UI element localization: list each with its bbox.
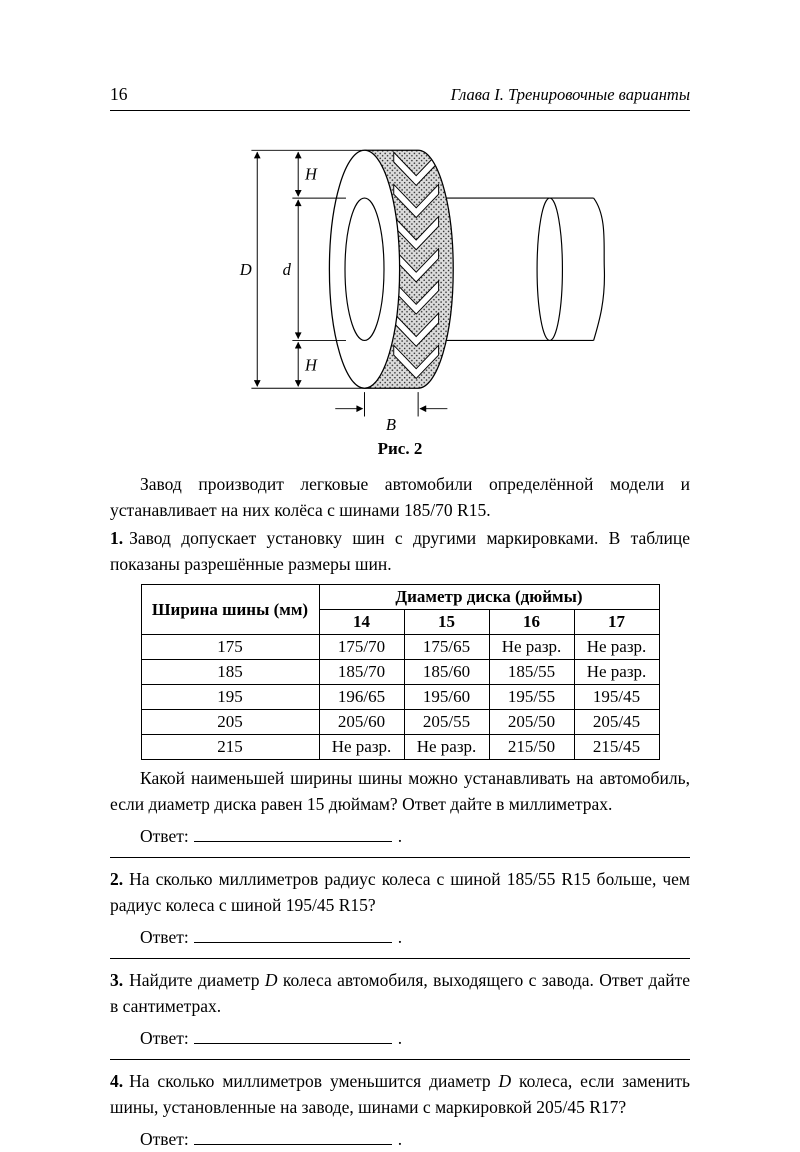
answer-blank <box>193 929 392 943</box>
cell: 185/70 <box>318 659 405 685</box>
variable-D: D <box>264 970 278 990</box>
problem-3-statement-before: Найдите диаметр <box>129 970 265 990</box>
problem-2: 2.На сколько миллиметров радиус колеса с… <box>110 866 690 918</box>
cell: 196/65 <box>318 684 405 710</box>
col-header-16: 16 <box>488 609 575 635</box>
table-row: 215 Не разр. Не разр. 215/50 215/45 <box>140 734 660 760</box>
tire-hole <box>344 197 385 342</box>
cell: 185/55 <box>488 659 575 685</box>
cell-width: 185 <box>140 659 320 685</box>
answer-label: Ответ: <box>140 1028 189 1048</box>
tire-figure: D d H H B Рис. 2 <box>110 123 690 459</box>
dim-label-B: B <box>386 415 396 434</box>
problem-1: 1.Завод допускает установку шин с другим… <box>110 525 690 577</box>
cell: Не разр. <box>488 634 575 660</box>
figure-caption: Рис. 2 <box>377 439 423 458</box>
answer-label: Ответ: <box>140 1129 189 1149</box>
problem-3-number: 3. <box>110 970 124 990</box>
col-header-width: Ширина шины (мм) <box>140 584 320 635</box>
page-number: 16 <box>110 84 128 104</box>
cell: Не разр. <box>318 734 405 760</box>
problem-1-statement: Завод допускает установку шин с другими … <box>110 528 690 574</box>
tire-diagram: D d H H B <box>239 149 606 434</box>
cell: 195/45 <box>573 684 660 710</box>
answer-blank <box>193 828 392 842</box>
page-header: 16 Глава I. Тренировочные варианты <box>110 84 690 111</box>
problem-4-statement-after: колеса, если заменить шины, установленны… <box>110 1071 690 1117</box>
dim-label-H-top: H <box>304 165 318 184</box>
dim-label-D: D <box>239 260 252 279</box>
table-row: 205 205/60 205/55 205/50 205/45 <box>140 709 660 735</box>
cell: 205/55 <box>403 709 490 735</box>
table-row: 175 175/70 175/65 Не разр. Не разр. <box>140 634 660 660</box>
problem-3: 3.Найдите диаметр D колеса автомобиля, в… <box>110 967 690 1019</box>
dim-label-H-bottom: H <box>304 356 318 375</box>
answer-period: . <box>397 1129 403 1149</box>
col-header-15: 15 <box>403 609 490 635</box>
answer-label: Ответ: <box>140 927 189 947</box>
cell: Не разр. <box>573 659 660 685</box>
cell: 175/70 <box>318 634 405 660</box>
col-header-14: 14 <box>318 609 405 635</box>
problem-4-statement-before: На сколько миллиметров уменьшится диамет… <box>129 1071 499 1091</box>
dim-label-d: d <box>283 260 292 279</box>
cell: Не разр. <box>403 734 490 760</box>
cell: 215/50 <box>488 734 575 760</box>
tire-size-table: Ширина шины (мм) Диаметр диска (дюймы) 1… <box>140 584 660 760</box>
problem-1-question: Какой наименьшей ширины шины можно устан… <box>110 765 690 817</box>
tread-chevrons <box>393 151 440 380</box>
answer-line-1: Ответ:. <box>110 823 690 849</box>
dimension-lines <box>253 151 448 413</box>
rim-cylinder <box>446 197 606 342</box>
problem-1-question-text: Какой наименьшей ширины шины можно устан… <box>110 768 690 814</box>
answer-blank <box>193 1131 392 1145</box>
cell: Не разр. <box>573 634 660 660</box>
answer-line-3: Ответ:. <box>110 1025 690 1051</box>
answer-line-2: Ответ:. <box>110 924 690 950</box>
cell: 175/65 <box>403 634 490 660</box>
witness-lines <box>251 149 419 417</box>
cell: 205/50 <box>488 709 575 735</box>
chapter-title: Глава I. Тренировочные варианты <box>450 85 690 104</box>
variable-D: D <box>498 1071 512 1091</box>
table-row: 195 196/65 195/60 195/55 195/45 <box>140 684 660 710</box>
intro-text: Завод производит легковые автомобили опр… <box>110 474 690 520</box>
cell: 185/60 <box>403 659 490 685</box>
cell: 205/60 <box>318 709 405 735</box>
answer-blank <box>193 1030 392 1044</box>
cell: 195/60 <box>403 684 490 710</box>
answer-label: Ответ: <box>140 826 189 846</box>
col-header-17: 17 <box>573 609 660 635</box>
problem-separator <box>110 1059 690 1060</box>
answer-period: . <box>397 1028 403 1048</box>
table-header-row: Ширина шины (мм) Диаметр диска (дюймы) <box>140 584 660 635</box>
cell-width: 205 <box>140 709 320 735</box>
problem-4-number: 4. <box>110 1071 124 1091</box>
cell: 195/55 <box>488 684 575 710</box>
problem-2-statement: На сколько миллиметров радиус колеса с ш… <box>110 869 690 915</box>
cell: 215/45 <box>573 734 660 760</box>
problem-2-number: 2. <box>110 869 124 889</box>
problem-1-number: 1. <box>110 528 124 548</box>
col-header-group: Диаметр диска (дюймы) <box>318 584 660 610</box>
problem-3-statement-after: колеса автомобиля, выходящего с завода. … <box>110 970 690 1016</box>
answer-period: . <box>397 826 403 846</box>
problem-separator <box>110 857 690 858</box>
problem-separator <box>110 958 690 959</box>
cell: 205/45 <box>573 709 660 735</box>
problem-4: 4.На сколько миллиметров уменьшится диам… <box>110 1068 690 1120</box>
answer-period: . <box>397 927 403 947</box>
table-row: 185 185/70 185/60 185/55 Не разр. <box>140 659 660 685</box>
cell-width: 215 <box>140 734 320 760</box>
intro-paragraph: Завод производит легковые автомобили опр… <box>110 471 690 523</box>
cell-width: 195 <box>140 684 320 710</box>
cell-width: 175 <box>140 634 320 660</box>
